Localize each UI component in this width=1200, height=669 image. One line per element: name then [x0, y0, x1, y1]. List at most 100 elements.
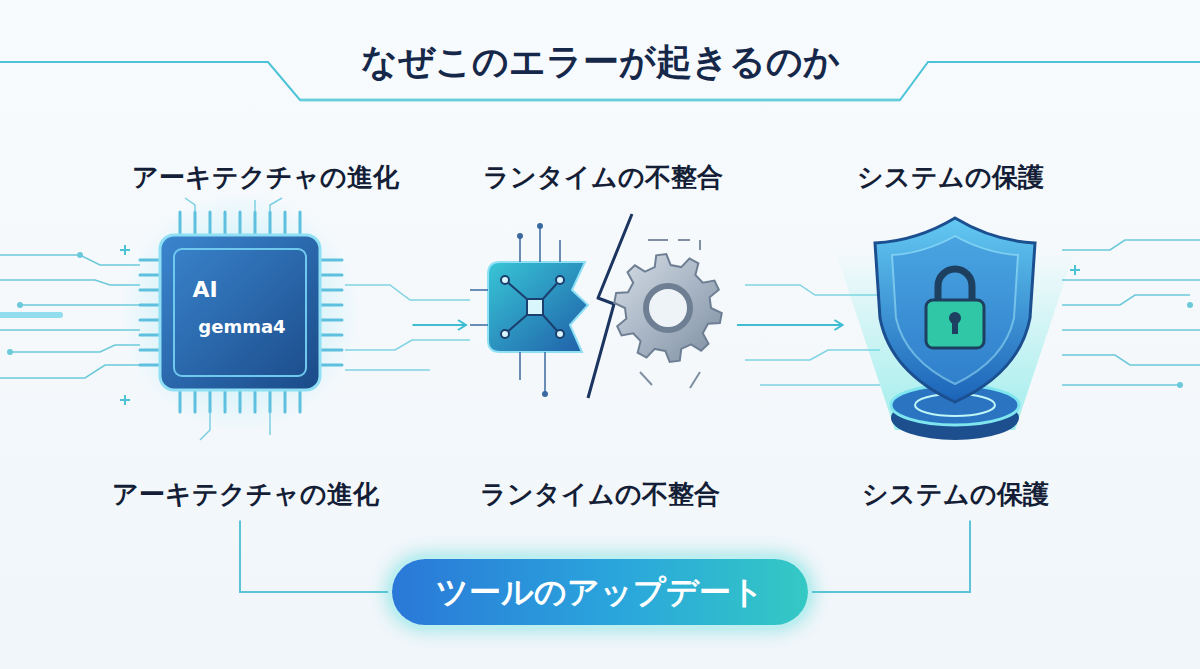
- flow-lines: [345, 285, 880, 385]
- chip-pin: [254, 390, 257, 412]
- title-banner-glow: [300, 98, 900, 102]
- chip-pin: [209, 390, 212, 412]
- concept-group: システムの保護システムの保護: [847, 156, 1059, 516]
- chip-pin: [179, 390, 182, 412]
- shield: [875, 218, 1035, 402]
- trace: [185, 198, 195, 212]
- shield-inner: [892, 236, 1018, 384]
- chip-pin: [194, 212, 197, 235]
- chip-pin: [224, 212, 227, 235]
- gear: [614, 254, 722, 362]
- trace: [200, 412, 210, 440]
- chip-body: [160, 235, 320, 390]
- network-dot: [501, 330, 509, 338]
- chip-pin: [299, 390, 302, 412]
- network-icon: [501, 276, 564, 338]
- network-link: [505, 280, 560, 334]
- section-heading: システムの保護: [862, 479, 1049, 510]
- chip-pin: [269, 212, 272, 235]
- circuit-line: [1062, 329, 1200, 331]
- section-heading: アーキテクチャの進化: [132, 162, 399, 193]
- sparkle: [120, 245, 130, 255]
- chip-pin: [140, 334, 160, 337]
- circuit-line: [1062, 355, 1200, 365]
- circuit-line: [1062, 295, 1190, 305]
- chip-glow: [120, 192, 360, 432]
- chip-pin: [299, 212, 302, 235]
- chip-pin: [209, 212, 212, 235]
- trace: [270, 198, 282, 212]
- chip-pin: [140, 274, 160, 277]
- chip-pin: [320, 304, 342, 307]
- chip-pin: [284, 212, 287, 235]
- flow-line: [345, 340, 470, 350]
- chip-pin: [320, 349, 342, 352]
- circuit-line: [10, 345, 140, 352]
- chip-pin: [140, 304, 160, 307]
- chip-label: AI: [192, 277, 217, 303]
- circuit-dot: [542, 391, 548, 397]
- chip-pin: [140, 364, 160, 367]
- chip-pin: [194, 390, 197, 412]
- trace: [269, 412, 271, 435]
- sparkle: [1070, 265, 1080, 275]
- flow-line: [745, 350, 880, 360]
- keyhole-slot: [952, 320, 958, 334]
- diagram-title: なぜこのエラーが起きるのか: [361, 38, 840, 87]
- concept-group: ランタイムの不整合ランタイムの不整合: [470, 156, 733, 516]
- network-dot: [556, 330, 564, 338]
- circuit-dots: [1177, 302, 1193, 388]
- flow-line: [345, 369, 430, 371]
- circuit-dot: [537, 223, 543, 229]
- chip-pin: [320, 319, 342, 322]
- network-dot: [501, 276, 509, 284]
- chip-label: gemma4: [198, 316, 285, 338]
- flow-arrow: [413, 324, 467, 326]
- chip-pin: [140, 319, 160, 322]
- circuit-line: [1062, 384, 1180, 386]
- chip-pin: [320, 289, 342, 292]
- chip-pin: [320, 274, 342, 277]
- trace: [254, 200, 256, 212]
- concept-group: アーキテクチャの進化 AI gemma4 アーキテクチャの進化: [102, 156, 409, 516]
- circuit-dot: [7, 349, 13, 355]
- circuit-dot: [17, 302, 23, 308]
- circuit-lines-right: [1062, 240, 1200, 385]
- circuit-line: [0, 365, 140, 378]
- flow-line: [760, 384, 880, 386]
- chip-pin: [284, 390, 287, 412]
- circuit-line: [0, 255, 140, 265]
- chip-pin: [224, 390, 227, 412]
- chip-pin: [140, 259, 160, 262]
- chip-pin: [239, 390, 242, 412]
- gear-dashes: [640, 240, 700, 388]
- button-label: ツールのアップデート: [392, 559, 808, 625]
- action-button: ツールのアップデート: [392, 559, 808, 625]
- chip-pin: [140, 289, 160, 292]
- piece-dots: [517, 223, 548, 397]
- chip-pin: [320, 334, 342, 337]
- chip-pin: [140, 349, 160, 352]
- circuit-lines-left: [0, 255, 140, 378]
- dash: [648, 240, 700, 250]
- circuit-dot: [1177, 382, 1183, 388]
- chip-pin: [239, 212, 242, 235]
- section-heading: ランタイムの不整合: [480, 479, 720, 510]
- chip-pin: [254, 212, 257, 235]
- chip-pin: [269, 390, 272, 412]
- dash: [640, 372, 700, 388]
- trace: [520, 228, 560, 392]
- chip-pin: [320, 364, 342, 367]
- broken-chip: [488, 262, 588, 352]
- bracket-line: [240, 521, 392, 592]
- light-streak: [0, 312, 60, 318]
- circuit-dot: [1187, 302, 1193, 308]
- bracket-line: [808, 521, 970, 592]
- gear-hub: [646, 286, 690, 330]
- circuit-dot: [77, 252, 83, 258]
- trace: [470, 290, 488, 325]
- network-core: [527, 299, 543, 315]
- chip-pin: [320, 259, 342, 262]
- section-heading: アーキテクチャの進化: [112, 479, 379, 510]
